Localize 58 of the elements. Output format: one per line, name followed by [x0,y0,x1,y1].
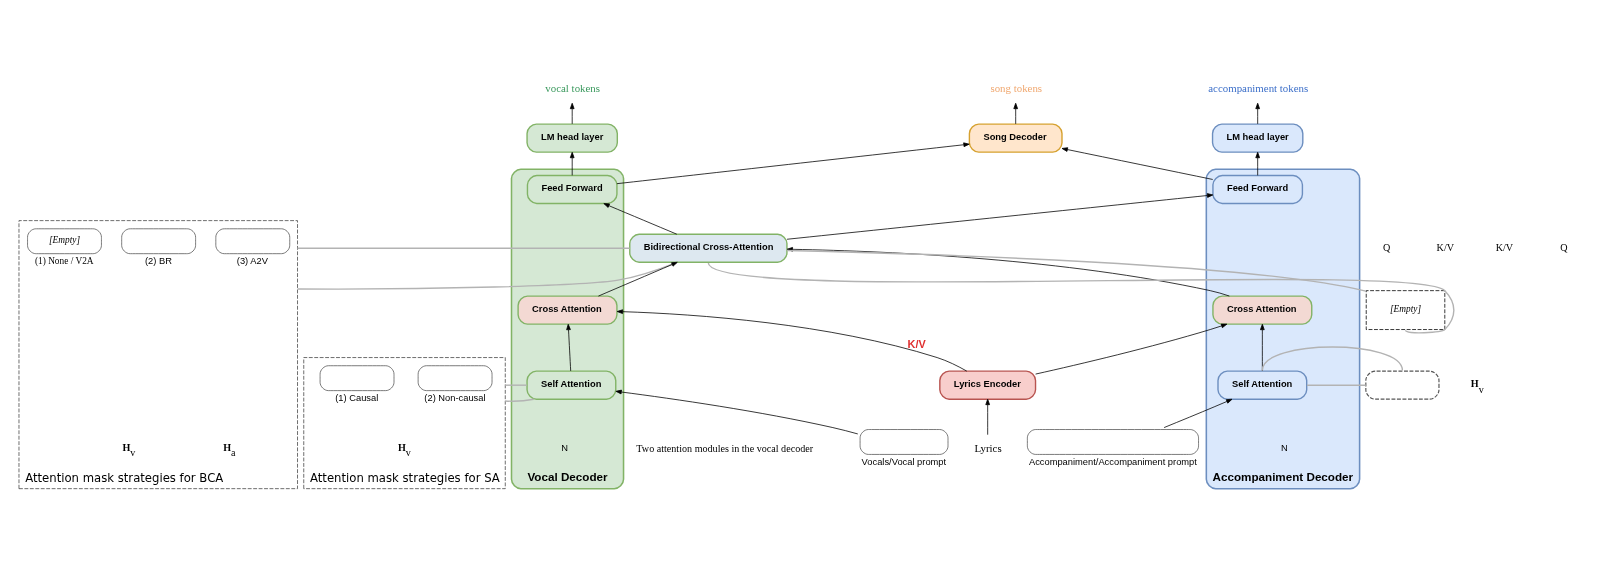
edge-label: K/V [907,337,926,350]
node-text: accompaniment tokens [1208,81,1309,94]
connector [1261,345,1404,371]
arrow [1163,398,1233,428]
node-box: Song Decoder [968,122,1063,153]
node-label: Accompaniment/Accompaniment prompt [1028,456,1197,467]
arrow [615,389,859,434]
arrow [569,102,575,124]
node-box: Cross Attention [517,294,618,325]
label: K/V [1436,241,1455,253]
node-box: Bidirectional Cross-Attention [629,233,788,263]
node-label: Vocals/Vocal prompt [861,456,947,467]
node-label: (3) A2V [236,255,268,266]
arrow [786,192,1214,240]
connector [1306,384,1367,386]
arrow [786,246,1230,296]
node-box: Feed Forward [1212,174,1304,204]
arrow [603,202,678,235]
node-text: Lyrics [974,441,1002,454]
arrow [569,151,575,176]
node-text: vocal tokens [545,81,601,94]
connector [786,249,1367,292]
node-label: N [1281,442,1288,453]
node-box: Cross Attention [1212,294,1313,325]
arrow [616,308,968,371]
arrow [985,398,990,435]
connector [296,261,678,290]
node-box: Self Attention [526,369,617,400]
arrow [1061,146,1214,180]
connector [707,261,1455,334]
arrow [566,323,572,371]
label: Two attention modules in the vocal decoder [636,442,814,454]
arrow [616,141,970,184]
label: Q [1382,241,1391,253]
node-text: song tokens [990,81,1043,94]
arrow [1260,323,1265,371]
arrow [1255,151,1260,176]
connector [296,247,631,249]
arrow [1013,102,1018,124]
arrow [598,261,678,296]
node-box [1365,370,1440,400]
node-label: (1) None / V2A [34,255,94,266]
node-box: LM head layer [526,122,619,153]
connector [504,384,528,386]
label: K/V [1495,241,1514,253]
connector [504,398,535,402]
node-box: Self Attention [1217,369,1308,400]
label: Q [1560,241,1568,253]
node-label: N [561,442,569,453]
node-label: (1) Causal [335,392,379,403]
node-box: Feed Forward [526,174,618,204]
node-box: [Empty] [1365,289,1446,330]
node-box: Lyrics Encoder [939,369,1037,400]
arrow [1035,323,1228,374]
arrow [1255,102,1260,124]
node-label: (2) Non-causal [424,392,486,403]
node-box: LM head layer [1211,122,1304,153]
node-label: (2) BR [145,255,172,266]
